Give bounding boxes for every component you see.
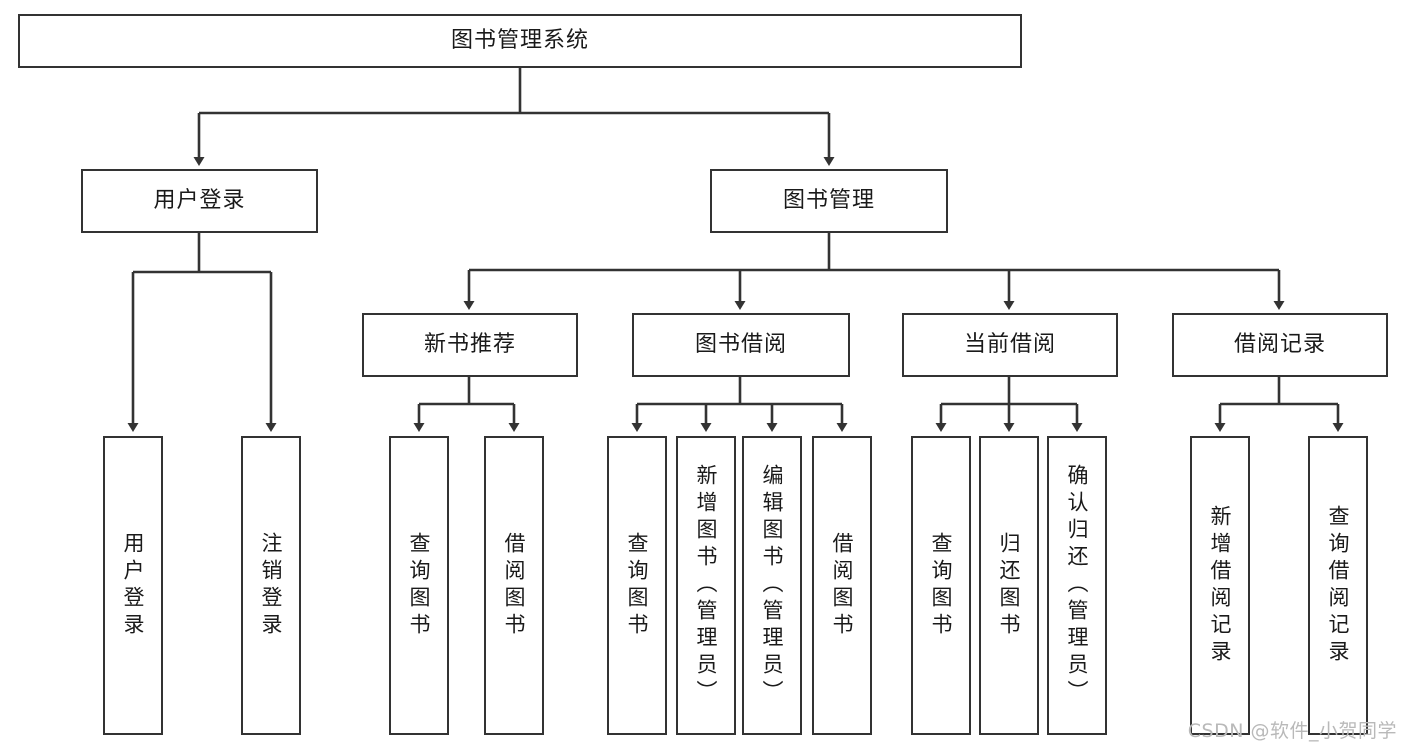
leaf-newbook-query-book[interactable]: 查询图书: [389, 436, 449, 735]
node-label: 查询图书: [625, 531, 650, 640]
node-label: 注销登录: [259, 531, 284, 640]
node-book-borrow[interactable]: 图书借阅: [632, 313, 850, 377]
node-label: 新增借阅记录: [1208, 504, 1233, 667]
node-user-login[interactable]: 用户登录: [81, 169, 318, 233]
leaf-borrowrecord-add-record[interactable]: 新增借阅记录: [1190, 436, 1250, 735]
node-label: 用户登录: [121, 531, 146, 640]
leaf-borrowrecord-query-record[interactable]: 查询借阅记录: [1308, 436, 1368, 735]
node-root-system[interactable]: 图书管理系统: [18, 14, 1022, 68]
node-label: 借阅图书: [502, 531, 527, 640]
node-label: 借阅图书: [830, 531, 855, 640]
leaf-bookborrow-edit-book[interactable]: 编辑图书（管理员）: [742, 436, 802, 735]
node-current-borrow[interactable]: 当前借阅: [902, 313, 1118, 377]
node-label: 归还图书: [997, 531, 1022, 640]
node-book-management[interactable]: 图书管理: [710, 169, 948, 233]
leaf-currentborrow-query-book[interactable]: 查询图书: [911, 436, 971, 735]
node-label: 图书借阅: [694, 331, 787, 357]
node-label: 当前借阅: [963, 331, 1056, 357]
leaf-bookborrow-add-book[interactable]: 新增图书（管理员）: [676, 436, 736, 735]
node-label: 查询借阅记录: [1326, 504, 1351, 667]
node-label: 查询图书: [407, 531, 432, 640]
node-borrow-record[interactable]: 借阅记录: [1172, 313, 1388, 377]
node-label: 查询图书: [929, 531, 954, 640]
node-label: 新增图书（管理员）: [694, 464, 719, 707]
node-new-book-recommend[interactable]: 新书推荐: [362, 313, 578, 377]
node-label: 图书管理系统: [450, 27, 589, 53]
node-label: 图书管理: [782, 187, 875, 213]
node-label: 新书推荐: [423, 331, 516, 357]
watermark-text: CSDN @软件_小贺同学: [1187, 720, 1397, 742]
node-label: 用户登录: [153, 187, 246, 213]
node-label: 编辑图书（管理员）: [760, 464, 785, 707]
leaf-bookborrow-borrow-book[interactable]: 借阅图书: [812, 436, 872, 735]
node-label: 确认归还（管理员）: [1065, 464, 1090, 707]
leaf-currentborrow-return-book[interactable]: 归还图书: [979, 436, 1039, 735]
leaf-logout[interactable]: 注销登录: [241, 436, 301, 735]
leaf-currentborrow-confirm-return[interactable]: 确认归还（管理员）: [1047, 436, 1107, 735]
node-label: 借阅记录: [1233, 331, 1326, 357]
leaf-newbook-borrow-book[interactable]: 借阅图书: [484, 436, 544, 735]
leaf-bookborrow-query-book[interactable]: 查询图书: [607, 436, 667, 735]
leaf-user-login[interactable]: 用户登录: [103, 436, 163, 735]
